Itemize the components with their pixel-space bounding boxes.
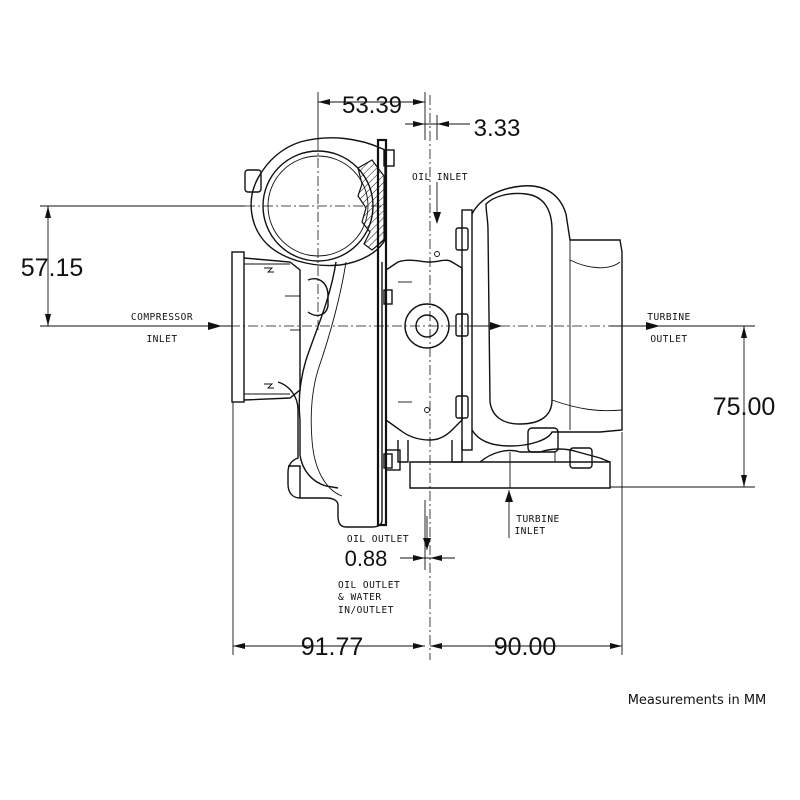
- compressor-bottom-foot: [288, 465, 301, 498]
- inlet-notch-top: [264, 267, 274, 273]
- arrow-90-right: [610, 643, 622, 649]
- turbine-outlet-label-line2: OUTLET: [650, 334, 687, 345]
- arrow-oil-inlet: [433, 212, 441, 224]
- arrow-turbine-inlet: [505, 490, 513, 502]
- turbine-inlet-label-line2: INLET: [514, 526, 545, 537]
- compressor-lower-boss: [307, 278, 329, 317]
- arrow-0-88-left: [413, 555, 425, 561]
- turbine-outlet-label-line1: TURBINE: [647, 312, 691, 323]
- arrow-0-88-right: [430, 555, 442, 561]
- oil-inlet-label: OIL INLET: [412, 172, 468, 183]
- outlet-flange-section: [357, 159, 385, 251]
- dimension-53-39: 53.39: [342, 92, 402, 119]
- arrow-75-bottom: [741, 475, 747, 487]
- compressor-backplate: [376, 138, 388, 527]
- compressor-scroll-inner: [298, 261, 339, 489]
- arrow-57-top: [45, 206, 51, 218]
- turbine-housing: [409, 185, 623, 489]
- arrow-3-33-right: [437, 121, 449, 127]
- dimension-3-33: 3.33: [474, 115, 521, 142]
- compressor-volute-outline: [277, 262, 383, 528]
- compressor-inlet-label-line2: INLET: [146, 334, 177, 345]
- compressor-left-boss: [244, 169, 262, 193]
- dimension-90-00: 90.00: [494, 633, 557, 661]
- turbine-bolt-2: [455, 313, 469, 337]
- turbine-outlet-contour-2: [551, 399, 623, 412]
- arrow-90-left: [430, 643, 442, 649]
- oil-inlet-marker: [434, 251, 440, 257]
- arrowheads: [45, 99, 747, 649]
- compressor-outlet-housing: [250, 137, 386, 267]
- backplate-bolt-1: [383, 149, 395, 167]
- turbine-bolt-1: [455, 227, 469, 251]
- dimension-75-00: 75.00: [713, 393, 776, 421]
- arrow-turbine-outlet: [646, 322, 660, 330]
- compressor-scroll-contour: [310, 261, 347, 497]
- turbine-inlet-flange: [409, 461, 611, 489]
- callout-labels: COMPRESSOR INLET OIL INLET TURBINE OUTLE…: [131, 172, 691, 616]
- backplate-bolt-3: [383, 453, 393, 469]
- turbine-inlet-label-line1: TURBINE: [516, 514, 560, 525]
- arrow-53-left: [318, 99, 330, 105]
- turbine-mounting-plate: [461, 209, 473, 451]
- compressor-inlet-neck: [243, 257, 301, 401]
- arrow-53-right: [413, 99, 425, 105]
- dimension-0-88: 0.88: [345, 546, 388, 571]
- dimension-57-15: 57.15: [21, 254, 84, 282]
- oil-outlet-water-label-line2: & WATER: [338, 592, 382, 603]
- turbine-inlet-transition: [479, 448, 611, 463]
- dimension-91-77: 91.77: [301, 633, 364, 661]
- arrow-3-33-left: [413, 121, 425, 127]
- arrow-75-top: [741, 326, 747, 338]
- arrow-oil-outlet: [423, 538, 431, 550]
- oil-inlet-port-inner: [415, 314, 439, 338]
- arrow-compressor-inlet: [208, 322, 222, 330]
- compressor-housing: [231, 137, 395, 528]
- arrow-91-right: [413, 643, 425, 649]
- turbine-scroll-inner: [485, 192, 553, 425]
- turbine-bolt-3: [455, 395, 469, 419]
- turbine-outlet-contour: [569, 259, 621, 269]
- turbine-foot-boss-right: [569, 447, 593, 469]
- inlet-notch-bottom: [264, 383, 274, 389]
- arrow-91-left: [233, 643, 245, 649]
- arrow-57-bottom: [45, 314, 51, 326]
- center-housing: [385, 251, 463, 471]
- backplate-bolt-2: [383, 289, 393, 305]
- oil-inlet-port-outer: [404, 303, 450, 349]
- oil-outlet-water-label-line3: IN/OUTLET: [338, 605, 394, 616]
- dimension-values: 53.39 3.33 57.15 75.00 0.88 91.77 90.00: [21, 92, 776, 661]
- center-housing-outline: [385, 259, 463, 441]
- turbine-foot-boss-left: [527, 427, 559, 453]
- arrow-shaft: [490, 322, 502, 330]
- water-port-boss: [385, 449, 401, 471]
- compressor-inlet-label-line1: COMPRESSOR: [131, 312, 193, 323]
- turbine-scroll-outline: [471, 185, 623, 447]
- oil-drain-marker: [424, 407, 430, 413]
- oil-outlet-water-label-line1: OIL OUTLET: [338, 580, 400, 591]
- compressor-inlet-flange: [231, 251, 245, 403]
- oil-outlet-label: OIL OUTLET: [347, 534, 409, 545]
- dimension-lines: [40, 92, 755, 655]
- measurement-units-note: Measurements in MM: [628, 693, 767, 708]
